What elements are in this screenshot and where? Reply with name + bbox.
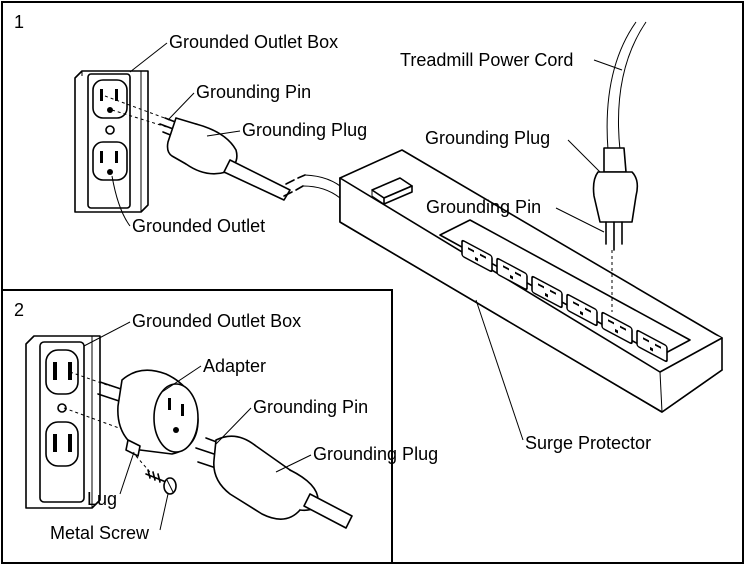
label-sp-grounding-plug: Grounding Plug bbox=[425, 128, 550, 148]
label-lug: Lug bbox=[87, 489, 117, 509]
treadmill-power-cord bbox=[606, 21, 647, 151]
label-p1-outlet-box: Grounded Outlet Box bbox=[169, 32, 338, 52]
p1-cord-break-2 bbox=[283, 185, 304, 197]
p2-align-line-2 bbox=[69, 371, 111, 387]
p1-grounding-plug bbox=[159, 117, 291, 201]
p2-outlet-box bbox=[25, 335, 101, 509]
label-adapter: Adapter bbox=[203, 356, 266, 376]
surge-protector bbox=[339, 149, 723, 413]
adapter bbox=[97, 369, 199, 457]
p1-grounded-outlet bbox=[92, 79, 128, 181]
label-p2-grounding-plug: Grounding Plug bbox=[313, 444, 438, 464]
label-sp-grounding-pin: Grounding Pin bbox=[426, 197, 541, 217]
label-surge-protector: Surge Protector bbox=[525, 433, 651, 453]
p1-align-line bbox=[111, 109, 171, 129]
panel-1-number: 1 bbox=[14, 12, 24, 32]
surge-outlets bbox=[461, 239, 668, 363]
sp-grounding-plug bbox=[592, 147, 639, 251]
label-p2-outlet-box: Grounded Outlet Box bbox=[132, 311, 301, 331]
label-p1-grounding-plug: Grounding Plug bbox=[242, 120, 367, 140]
metal-screw bbox=[145, 469, 177, 495]
label-p2-grounding-pin: Grounding Pin bbox=[253, 397, 368, 417]
p1-cord-break bbox=[285, 174, 306, 185]
panel-2-number: 2 bbox=[14, 300, 24, 320]
label-metal-screw: Metal Screw bbox=[50, 523, 150, 543]
label-treadmill-cord: Treadmill Power Cord bbox=[400, 50, 573, 70]
label-p1-grounded-outlet: Grounded Outlet bbox=[132, 216, 265, 236]
p2-grounding-plug bbox=[195, 435, 353, 529]
label-p1-grounding-pin: Grounding Pin bbox=[196, 82, 311, 102]
